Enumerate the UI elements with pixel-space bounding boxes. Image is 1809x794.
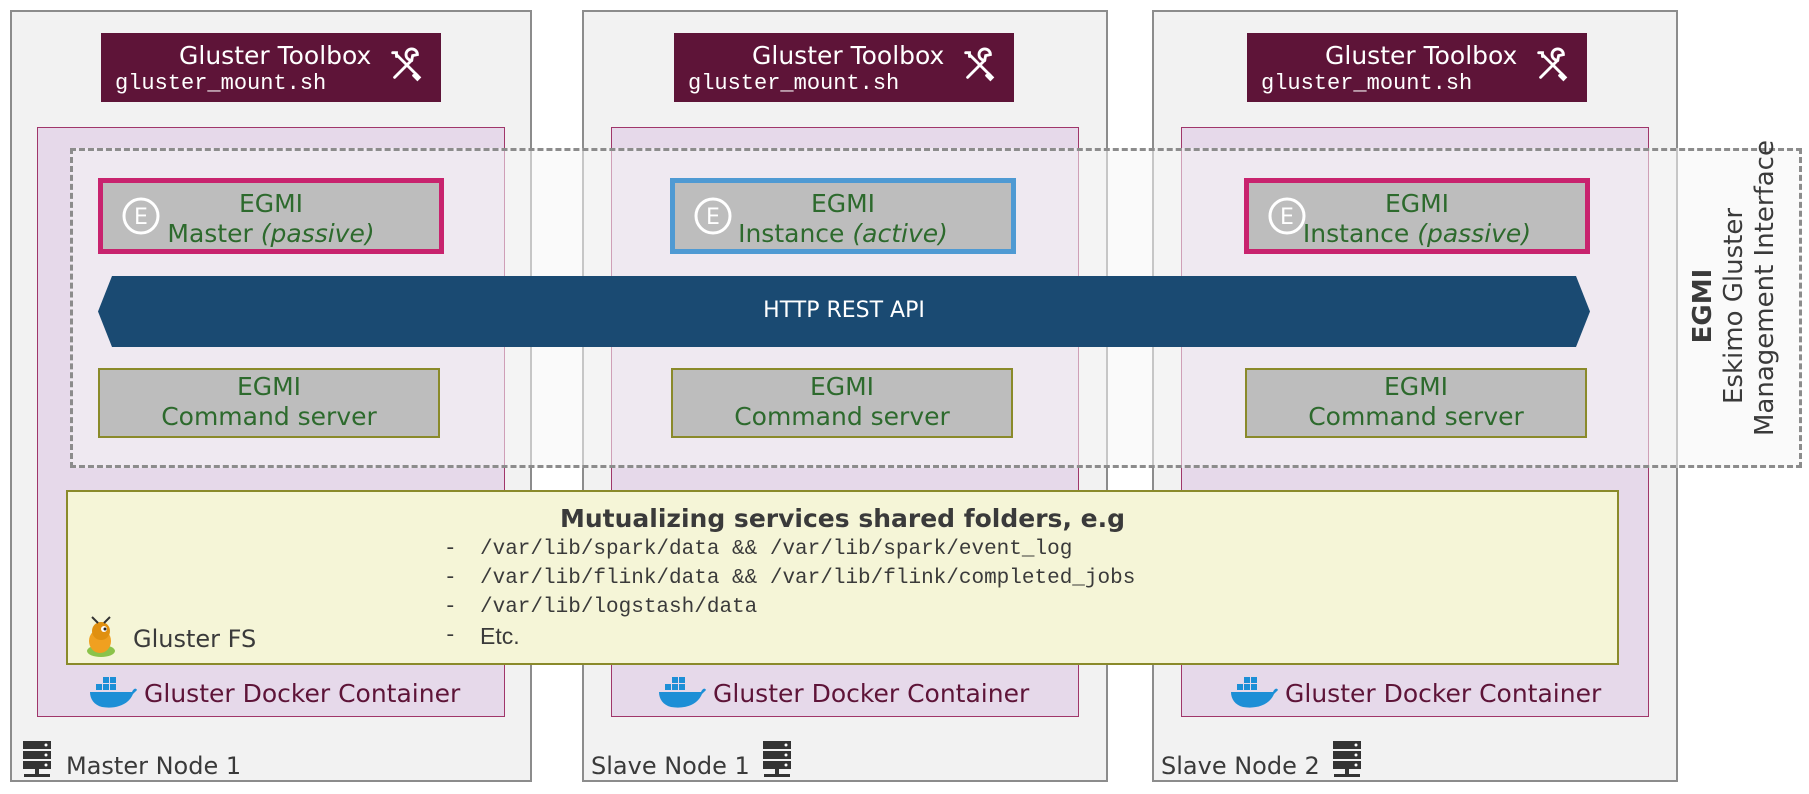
egmi-region-label: EGMI Eskimo Gluster Management Interface	[1688, 140, 1780, 436]
docker-whale-icon	[659, 677, 706, 708]
tools-icon	[391, 47, 422, 82]
docker-label-3: Gluster Docker Container	[1229, 676, 1601, 710]
master-node-label: Master Node 1	[66, 752, 242, 780]
glusterfs-label: Gluster FS	[133, 625, 257, 653]
gluster-toolbox-node-2: Gluster Toolbox gluster_mount.sh	[674, 33, 1014, 102]
egmi-instance-active-box: E EGMI Instance (active)	[670, 178, 1016, 254]
gfs-bullet: -	[444, 538, 457, 561]
gfs-item-logstash: /var/lib/logstash/data	[480, 596, 758, 619]
eskimo-logo-icon: E	[694, 197, 732, 235]
eskimo-logo-icon: E	[1268, 197, 1306, 235]
egmi-command-server-3: EGMI Command server	[1245, 368, 1587, 438]
docker-label: Gluster Docker Container	[1285, 678, 1602, 708]
tools-icon	[1537, 47, 1568, 82]
slave-node-1-label: Slave Node 1	[591, 752, 750, 780]
toolbox-title: Gluster Toolbox	[1325, 41, 1518, 70]
tools-icon	[964, 47, 995, 82]
svg-text:E: E	[1280, 205, 1294, 230]
egmi-master-box: E EGMI Master (passive)	[98, 178, 444, 254]
docker-label-2: Gluster Docker Container	[657, 676, 1029, 710]
toolbox-title: Gluster Toolbox	[179, 41, 372, 70]
server-icon	[23, 741, 51, 777]
egmi-command-server-1: EGMI Command server	[98, 368, 440, 438]
egmi-instance-passive-box: E EGMI Instance (passive)	[1244, 178, 1590, 254]
server-icon	[763, 741, 791, 777]
glusterfs-panel	[66, 490, 1619, 665]
gfs-item-etc: Etc.	[480, 623, 520, 649]
http-rest-api-label: HTTP REST API	[763, 298, 925, 323]
gfs-bullet: -	[444, 625, 457, 648]
eskimo-logo-icon: E	[122, 197, 160, 235]
svg-text:E: E	[706, 205, 720, 230]
server-icon	[1333, 741, 1361, 777]
gluster-toolbox-node-1: Gluster Toolbox gluster_mount.sh	[101, 33, 441, 102]
svg-text:E: E	[134, 205, 148, 230]
gluster-toolbox-node-3: Gluster Toolbox gluster_mount.sh	[1247, 33, 1587, 102]
docker-label-1: Gluster Docker Container	[88, 676, 460, 710]
gfs-item-flink: /var/lib/flink/data && /var/lib/flink/co…	[480, 567, 1136, 590]
toolbox-script: gluster_mount.sh	[688, 71, 900, 96]
gfs-item-spark: /var/lib/spark/data && /var/lib/spark/ev…	[480, 538, 1073, 561]
gluster-ant-icon	[87, 616, 115, 657]
docker-whale-icon	[90, 677, 137, 708]
toolbox-title: Gluster Toolbox	[752, 41, 945, 70]
docker-label: Gluster Docker Container	[144, 678, 461, 708]
gfs-bullet: -	[444, 596, 457, 619]
docker-whale-icon	[1231, 677, 1278, 708]
glusterfs-title: Mutualizing services shared folders, e.g	[559, 504, 1125, 533]
egmi-command-server-2: EGMI Command server	[671, 368, 1013, 438]
http-rest-api-banner	[98, 276, 1590, 347]
docker-label: Gluster Docker Container	[713, 678, 1030, 708]
toolbox-script: gluster_mount.sh	[115, 71, 327, 96]
gfs-bullet: -	[444, 567, 457, 590]
slave-node-2-label: Slave Node 2	[1161, 752, 1320, 780]
toolbox-script: gluster_mount.sh	[1261, 71, 1473, 96]
